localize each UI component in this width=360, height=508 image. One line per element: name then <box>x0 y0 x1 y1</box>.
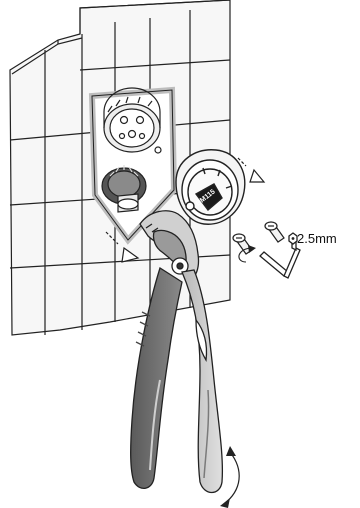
hex-key-icon <box>260 240 300 278</box>
handle-insert <box>176 150 245 224</box>
set-screw-upper <box>265 222 284 242</box>
hex-key-size-label: 2.5mm <box>297 231 337 246</box>
hex-size-icon <box>289 233 297 244</box>
